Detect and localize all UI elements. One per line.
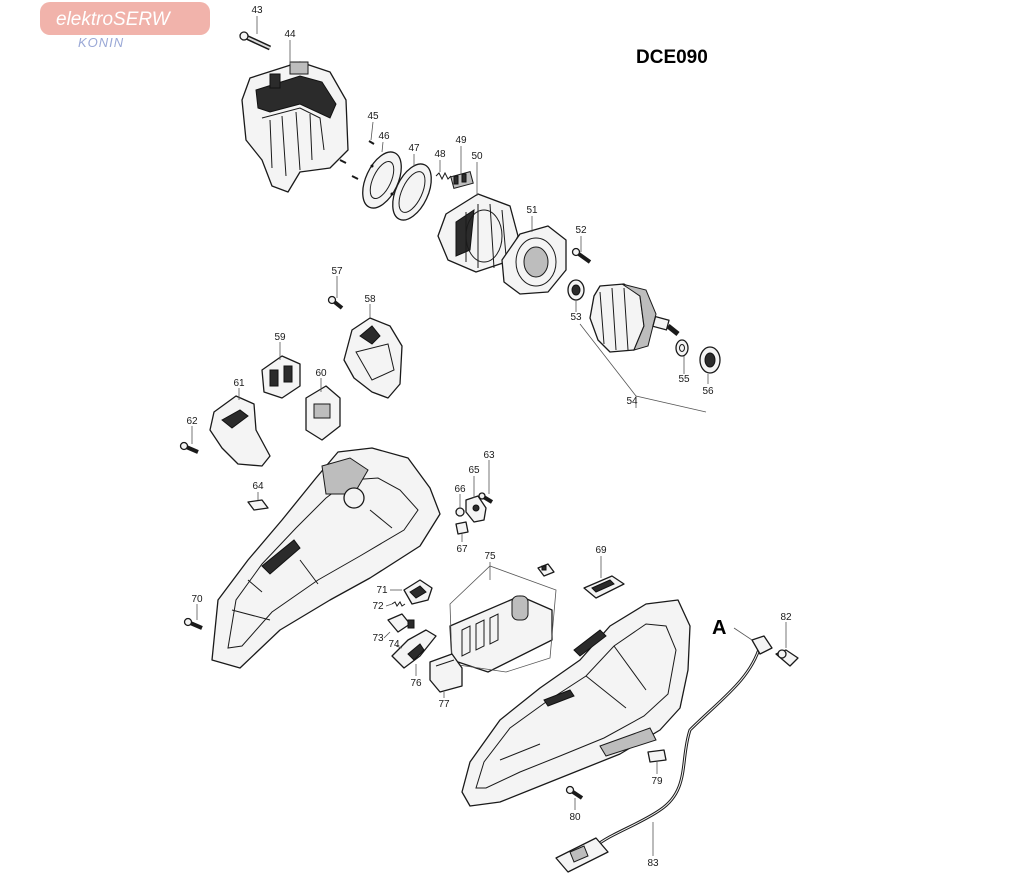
part-65-latch [465, 495, 487, 523]
part-61-handle-cover [209, 395, 271, 467]
rotor-group-bracket [579, 323, 707, 413]
part-67-block [455, 521, 469, 535]
logo-brand-text: elektroSERW [56, 9, 172, 30]
label-part-54: 54 [626, 396, 638, 407]
label-part-61: 61 [233, 378, 245, 389]
label-part-46: 46 [378, 131, 390, 142]
part-82-bolt [775, 649, 799, 667]
label-part-47: 47 [408, 143, 420, 154]
label-part-75: 75 [484, 551, 496, 562]
part-79-tab [647, 749, 667, 763]
label-part-62: 62 [186, 416, 198, 427]
label-part-45: 45 [367, 111, 379, 122]
leader-lines [191, 16, 787, 856]
part-58-cover [343, 317, 403, 399]
part-50-stator [437, 193, 519, 273]
part-52-screw [571, 247, 592, 264]
part-75-controller-board [449, 565, 557, 673]
part-72-spring [391, 601, 406, 607]
label-part-66: 66 [454, 484, 466, 495]
label-part-63: 63 [483, 450, 495, 461]
part-83-cable [555, 635, 773, 873]
label-part-72: 72 [372, 601, 384, 612]
label-part-60: 60 [315, 368, 327, 379]
label-part-53: 53 [570, 312, 582, 323]
label-part-50: 50 [471, 151, 483, 162]
part-55-washer [675, 339, 689, 357]
part-80-screw [565, 785, 584, 800]
label-part-83: 83 [647, 858, 659, 869]
label-part-51: 51 [526, 205, 538, 216]
detail-a-lead [733, 627, 753, 641]
part-44-motor-housing [241, 61, 349, 193]
label-part-80: 80 [569, 812, 581, 823]
label-part-74: 74 [388, 639, 400, 650]
label-part-44: 44 [284, 29, 296, 40]
label-part-76: 76 [410, 678, 422, 689]
part-70-screw [183, 617, 203, 630]
label-part-52: 52 [575, 225, 587, 236]
part-71-switch-button [403, 579, 433, 605]
label-part-64: 64 [252, 481, 264, 492]
housing-left-half [211, 447, 441, 669]
label-part-55: 55 [678, 374, 690, 385]
part-60-plate [305, 385, 341, 441]
part-57-screw [327, 295, 344, 310]
model-title: DCE090 [636, 47, 708, 68]
label-part-71: 71 [376, 585, 388, 596]
part-53-bearing [567, 279, 585, 301]
part-51-end-bracket [501, 225, 567, 295]
label-part-56: 56 [702, 386, 714, 397]
label-part-79: 79 [651, 776, 663, 787]
part-64-clip [247, 499, 269, 511]
housing-right-half [461, 599, 691, 807]
part-47-insulation-disc [392, 163, 432, 221]
part-43-screw [239, 31, 272, 51]
label-part-73: 73 [372, 633, 384, 644]
part-63-screw [478, 492, 494, 504]
part-49-terminal-block [450, 171, 474, 189]
part-77-module [429, 653, 463, 693]
part-number-labels: 43 44 45 46 47 48 49 50 51 52 53 54 55 5… [186, 5, 792, 869]
part-73-lever [387, 613, 415, 633]
part-75-connector [537, 563, 555, 577]
label-part-48: 48 [434, 149, 446, 160]
part-59-switch-bracket [261, 355, 301, 399]
label-part-77: 77 [438, 699, 450, 710]
label-part-58: 58 [364, 294, 376, 305]
part-46-ring-plate [362, 151, 402, 209]
elektroserw-logo: elektroSERW KONIN [40, 2, 210, 50]
label-part-67: 67 [456, 544, 468, 555]
label-part-43: 43 [251, 5, 263, 16]
part-45-pin [339, 140, 375, 180]
logo-city-text: KONIN [78, 35, 124, 50]
part-69-indicator [583, 575, 625, 599]
part-66-pin [455, 507, 465, 517]
label-part-69: 69 [595, 545, 607, 556]
label-part-49: 49 [455, 135, 467, 146]
label-part-70: 70 [191, 594, 203, 605]
detail-marker-a: A [712, 617, 726, 639]
part-74-trigger [391, 629, 437, 669]
part-56-bearing [699, 346, 721, 374]
label-part-59: 59 [274, 332, 286, 343]
label-part-57: 57 [331, 266, 343, 277]
label-part-82: 82 [780, 612, 792, 623]
part-54-rotor [589, 283, 680, 353]
part-48-spring [435, 171, 452, 181]
part-62-screw [179, 441, 199, 454]
label-part-65: 65 [468, 465, 480, 476]
